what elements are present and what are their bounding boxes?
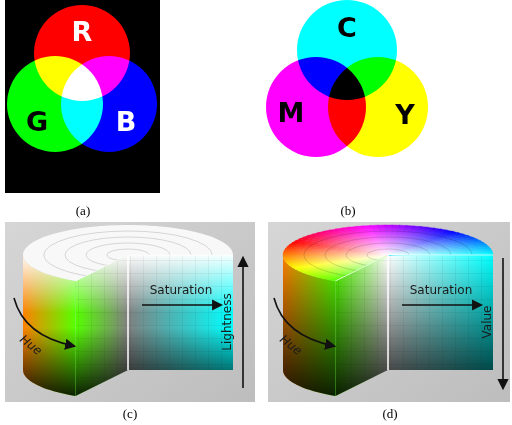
axis-label: Value [481, 306, 493, 339]
cmy-panel [266, 0, 428, 157]
axis-label: Lightness [221, 293, 233, 350]
panel-caption: (c) [123, 407, 137, 420]
panel-caption: (d) [382, 407, 397, 420]
channel-letter: B [116, 108, 137, 135]
channel-letter: M [278, 99, 305, 126]
channel-letter: G [26, 108, 48, 135]
blue-circle [61, 56, 157, 152]
axis-label: Saturation [150, 284, 213, 296]
yellow-circle [328, 57, 428, 157]
panel-caption: (a) [76, 204, 90, 217]
hsv-cylinder [274, 225, 503, 396]
panel-caption: (b) [340, 204, 355, 217]
black-ground [5, 0, 160, 193]
hsl-cylinder [14, 225, 243, 396]
hsv-ground [268, 222, 510, 402]
axis-label: Saturation [410, 284, 473, 296]
value-arrow [502, 258, 504, 388]
channel-letter: Y [395, 101, 415, 128]
channel-letter: R [72, 18, 93, 45]
saturation-arrow [142, 304, 221, 306]
rgb-panel [5, 0, 160, 193]
hsl-ground [5, 222, 255, 402]
lightness-arrow [242, 258, 244, 388]
channel-letter: C [337, 14, 357, 41]
saturation-arrow [402, 304, 481, 306]
